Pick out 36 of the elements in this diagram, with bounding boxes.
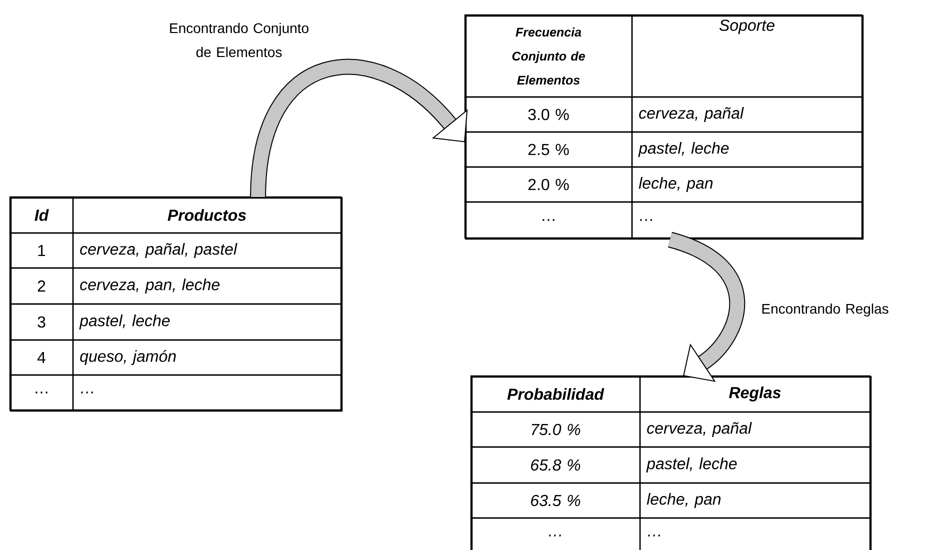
column-header: Reglas <box>639 375 871 413</box>
block-arrow <box>250 58 468 198</box>
table-cell: pastel, leche <box>631 131 863 168</box>
table-cell: 3.0 % <box>464 96 633 133</box>
table-cell: pastel, leche <box>72 303 342 341</box>
column-header: Frecuencia Conjunto de Elementos <box>464 14 633 98</box>
table-cell: leche, pan <box>639 482 871 519</box>
table-cell: 2.0 % <box>464 166 633 203</box>
table-cell: cerveza, pañal, pastel <box>72 232 342 269</box>
table-cell: cerveza, pañal <box>631 96 863 133</box>
table-cell: 2 <box>9 267 74 305</box>
table-cell: 2.5 % <box>464 131 633 168</box>
table-cell: 3 <box>9 303 74 341</box>
column-header: Productos <box>72 196 342 234</box>
table-cell: … <box>639 517 871 550</box>
table-cell: cerveza, pan, leche <box>72 267 342 305</box>
column-header: Probabilidad <box>470 375 641 413</box>
table-cell: 63.5 % <box>470 482 641 519</box>
edge-label: Encontrando Reglas <box>762 303 888 317</box>
table-cell: … <box>464 201 633 239</box>
table-cell: … <box>72 374 342 411</box>
table-cell: cerveza, pañal <box>639 411 871 448</box>
column-header: Id <box>9 196 74 234</box>
block-arrow <box>667 232 746 382</box>
table-cell: 65.8 % <box>470 446 641 484</box>
column-header: Soporte <box>631 14 863 98</box>
table-cell: … <box>470 517 641 550</box>
edge-label: Encontrando Conjunto de Elementos <box>170 22 308 58</box>
table-cell: queso, jamón <box>72 339 342 376</box>
table-cell: 4 <box>9 339 74 376</box>
table-cell: pastel, leche <box>639 446 871 484</box>
table-cell: … <box>9 374 74 411</box>
table-cell: … <box>631 201 863 239</box>
table-cell: 75.0 % <box>470 411 641 448</box>
table-cell: leche, pan <box>631 166 863 203</box>
table-cell: 1 <box>9 232 74 269</box>
